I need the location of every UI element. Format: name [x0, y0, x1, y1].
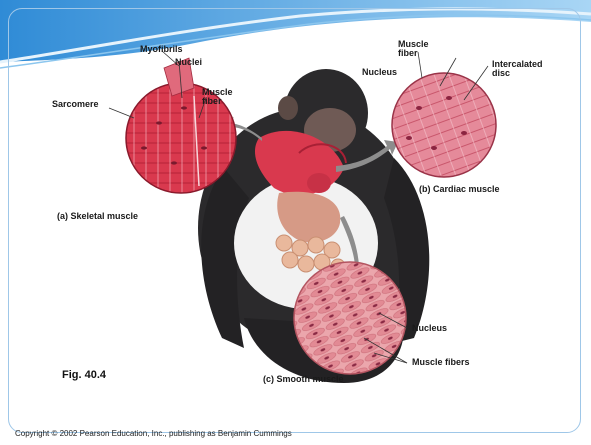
- label-muscle-fiber-skeletal: Muscle fiber: [202, 88, 236, 106]
- label-sarcomere: Sarcomere: [52, 100, 99, 109]
- label-nucleus-cardiac: Nucleus: [362, 68, 397, 77]
- label-nucleus-smooth: Nucleus: [412, 324, 447, 333]
- caption-smooth-muscle: (c) Smooth muscle: [263, 375, 344, 384]
- caption-skeletal-muscle: (a) Skeletal muscle: [57, 212, 138, 221]
- label-muscle-fiber-cardiac: Muscle fiber: [398, 40, 428, 58]
- label-intercalated-disc: Intercalated disc: [492, 60, 544, 78]
- caption-cardiac-muscle: (b) Cardiac muscle: [419, 185, 500, 194]
- label-nuclei: Nuclei: [175, 58, 202, 67]
- figure-number: Fig. 40.4: [62, 369, 106, 381]
- copyright-footer: Copyright © 2002 Pearson Education, Inc.…: [15, 429, 292, 438]
- skeletal-muscle-circle: [126, 58, 236, 193]
- label-myofibrils: Myofibrils: [140, 45, 183, 54]
- label-muscle-fibers-smooth: Muscle fibers: [412, 358, 470, 367]
- cardiac-muscle-circle: [392, 73, 496, 177]
